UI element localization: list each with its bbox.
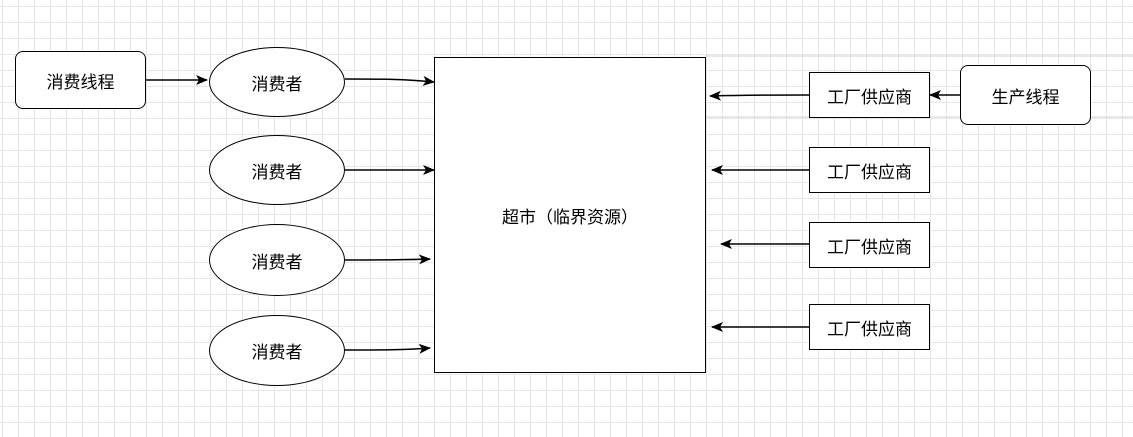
arrow-supplier1-to-market — [709, 90, 810, 101]
consumer-node[interactable] — [209, 135, 345, 205]
arrow-consumer1-to-market — [344, 75, 435, 86]
supplier-node[interactable] — [809, 222, 930, 268]
arrow-consumer3-to-market — [344, 254, 431, 265]
supplier-node[interactable] — [809, 72, 930, 118]
produce-thread-node[interactable] — [960, 65, 1091, 125]
consumer-node[interactable] — [209, 224, 345, 296]
supplier-node[interactable] — [809, 147, 930, 193]
arrows — [145, 75, 960, 354]
supplier-node[interactable] — [809, 304, 930, 350]
supermarket-node[interactable] — [434, 57, 706, 373]
consume-thread-node[interactable] — [15, 51, 146, 109]
arrow-consumer4-to-market — [344, 343, 431, 354]
consumer-node[interactable] — [209, 47, 345, 117]
consumer-node[interactable] — [209, 315, 345, 386]
